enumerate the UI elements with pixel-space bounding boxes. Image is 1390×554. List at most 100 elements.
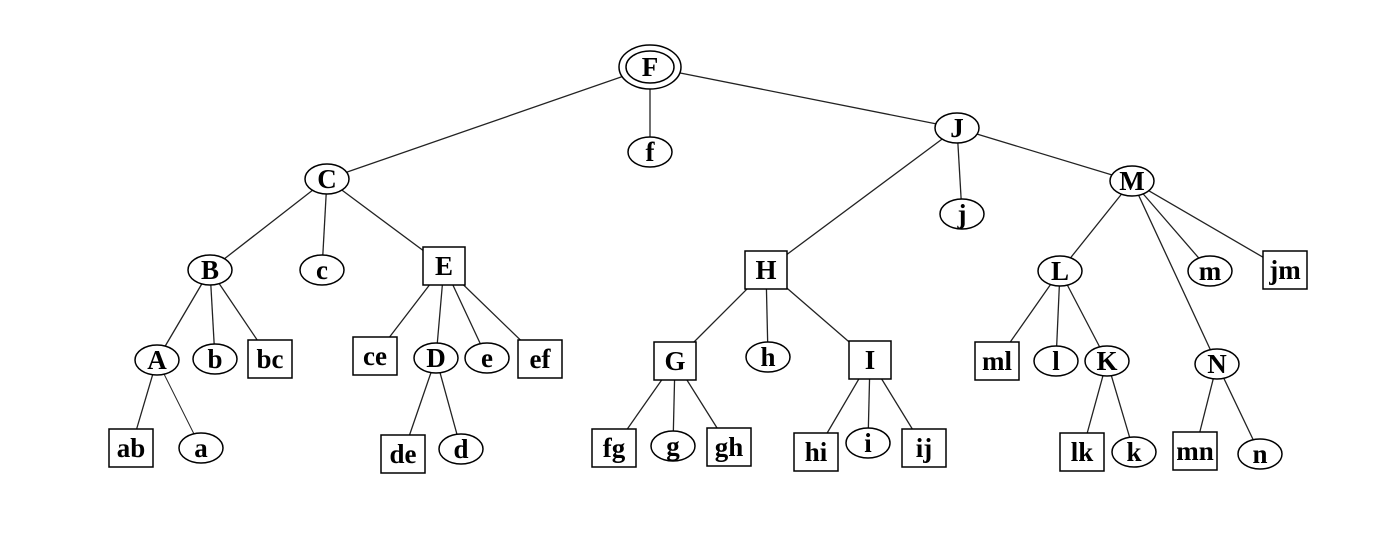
- node-J: J: [934, 112, 980, 144]
- node-label-de: de: [390, 439, 417, 469]
- node-label-N: N: [1207, 349, 1227, 379]
- node-E: E: [422, 246, 466, 286]
- node-label-jm: jm: [1268, 255, 1301, 285]
- edge-M-L: [1059, 180, 1133, 272]
- edge-F-J: [649, 66, 958, 129]
- node-b: b: [192, 343, 238, 375]
- node-ce: ce: [352, 336, 398, 376]
- node-box-mn: [1172, 431, 1218, 471]
- node-label-I: I: [865, 345, 876, 375]
- node-ab: ab: [108, 428, 154, 468]
- node-box-jm: [1262, 250, 1308, 290]
- node-label-ml: ml: [982, 346, 1012, 376]
- edge-L-K: [1059, 270, 1108, 362]
- node-box-ce: [352, 336, 398, 376]
- edge-N-n: [1216, 363, 1261, 455]
- node-box-G: [653, 341, 697, 381]
- node-ellipse-f: [627, 136, 673, 168]
- node-label-f: f: [646, 137, 656, 167]
- node-label-G: G: [664, 346, 685, 376]
- node-label-M: M: [1119, 166, 1144, 196]
- node-de: de: [380, 434, 426, 474]
- node-label-i: i: [864, 428, 872, 458]
- node-label-c: c: [316, 255, 328, 285]
- node-label-b: b: [207, 344, 222, 374]
- node-box-lk: [1059, 432, 1105, 472]
- node-ef: ef: [517, 339, 563, 379]
- node-label-a: a: [194, 433, 208, 463]
- node-ellipse-e: [464, 342, 510, 374]
- node-e: e: [464, 342, 510, 374]
- node-a: a: [178, 432, 224, 464]
- node-box-ml: [974, 341, 1020, 381]
- node-ellipse-h: [745, 341, 791, 373]
- node-bc: bc: [247, 339, 293, 379]
- node-m: m: [1187, 255, 1233, 287]
- node-ellipse-g: [650, 430, 696, 462]
- node-A: A: [134, 344, 180, 376]
- node-h: h: [745, 341, 791, 373]
- node-ellipse-d: [438, 433, 484, 465]
- node-l: l: [1033, 345, 1079, 377]
- node-gh: gh: [706, 427, 752, 467]
- node-ml: ml: [974, 341, 1020, 381]
- node-label-bc: bc: [257, 344, 284, 374]
- node-label-l: l: [1052, 346, 1060, 376]
- node-box-de: [380, 434, 426, 474]
- node-f: f: [627, 136, 673, 168]
- node-label-e: e: [481, 343, 493, 373]
- node-box-fg: [591, 428, 637, 468]
- node-k: k: [1111, 436, 1157, 468]
- node-label-ce: ce: [363, 341, 387, 371]
- edge-C-B: [209, 178, 328, 271]
- node-label-F: F: [642, 52, 659, 82]
- node-label-g: g: [666, 431, 680, 461]
- node-box-hi: [793, 432, 839, 472]
- node-label-gh: gh: [715, 432, 744, 462]
- node-C: C: [304, 163, 350, 195]
- node-c: c: [299, 254, 345, 286]
- node-mn: mn: [1172, 431, 1218, 471]
- node-ellipse-c: [299, 254, 345, 286]
- node-ellipse-l: [1033, 345, 1079, 377]
- node-box-H: [744, 250, 788, 290]
- node-ellipse-D: [413, 342, 459, 374]
- node-label-fg: fg: [603, 433, 626, 463]
- node-label-E: E: [435, 251, 453, 281]
- node-d: d: [438, 433, 484, 465]
- node-ellipse-N: [1194, 348, 1240, 380]
- node-F: F: [618, 44, 682, 90]
- node-label-k: k: [1126, 437, 1141, 467]
- node-n: n: [1237, 438, 1283, 470]
- node-i: i: [845, 427, 891, 459]
- node-label-D: D: [426, 343, 446, 373]
- node-label-mn: mn: [1176, 436, 1214, 466]
- node-box-I: [848, 340, 892, 380]
- node-hi: hi: [793, 432, 839, 472]
- node-label-lk: lk: [1071, 437, 1094, 467]
- node-label-m: m: [1199, 256, 1222, 286]
- node-label-h: h: [760, 342, 775, 372]
- node-label-L: L: [1051, 256, 1069, 286]
- node-box-ef: [517, 339, 563, 379]
- node-g: g: [650, 430, 696, 462]
- node-I: I: [848, 340, 892, 380]
- node-ellipse-j: [939, 198, 985, 230]
- node-ellipse-K: [1084, 345, 1130, 377]
- node-label-K: K: [1096, 346, 1117, 376]
- edge-J-M: [956, 127, 1133, 182]
- node-label-H: H: [755, 255, 776, 285]
- edge-M-N: [1131, 180, 1218, 365]
- edge-M-jm: [1131, 180, 1286, 271]
- node-ellipse-A: [134, 344, 180, 376]
- node-ellipse-C: [304, 163, 350, 195]
- node-D: D: [413, 342, 459, 374]
- node-ellipse-B: [187, 254, 233, 286]
- node-label-d: d: [453, 434, 468, 464]
- node-box-ij: [901, 428, 947, 468]
- node-box-gh: [706, 427, 752, 467]
- edge-M-m: [1131, 180, 1211, 272]
- node-N: N: [1194, 348, 1240, 380]
- node-ellipse-m: [1187, 255, 1233, 287]
- node-ellipse-M: [1109, 165, 1155, 197]
